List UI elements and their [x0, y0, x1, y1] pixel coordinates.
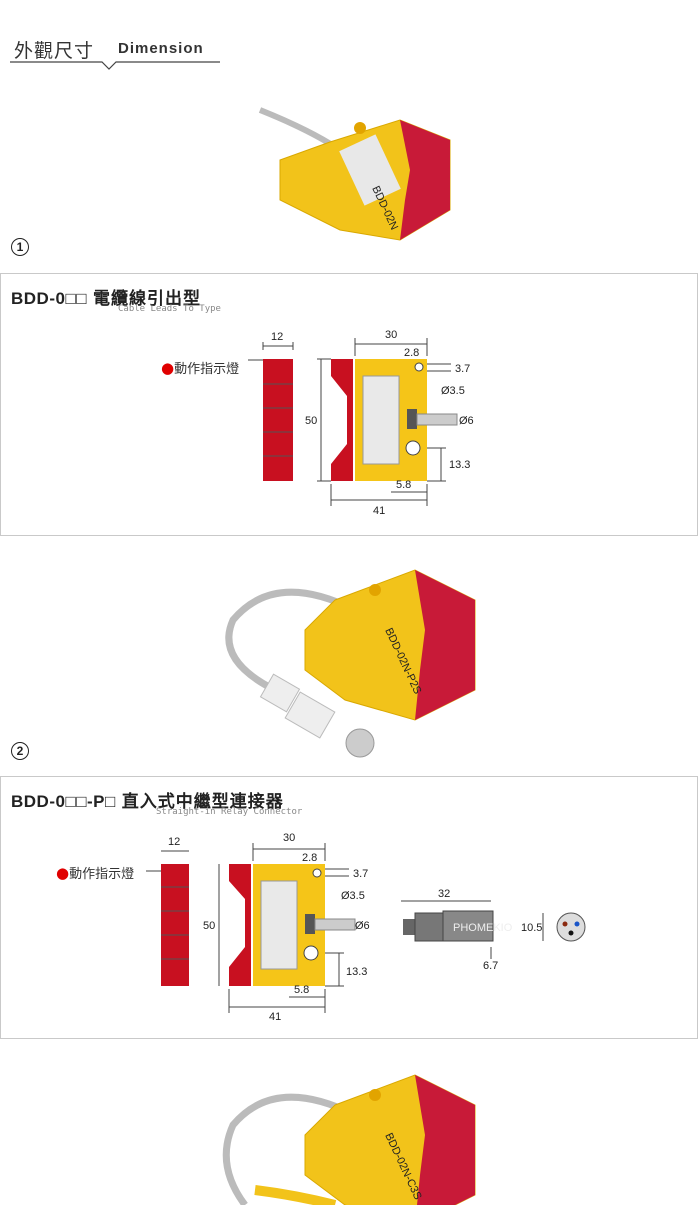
- section-2-code: BDD-0□□-P□: [11, 792, 116, 811]
- svg-text:13.3: 13.3: [449, 459, 470, 471]
- svg-text:2.8: 2.8: [404, 347, 419, 359]
- section-1-english: Cable Leads To Type: [118, 304, 221, 314]
- svg-text:12: 12: [271, 331, 283, 343]
- title-underline: [10, 61, 220, 70]
- section-1-name: 電纜線引出型: [92, 289, 201, 309]
- product-photo-2: BDD-02N-P2S: [225, 569, 476, 758]
- svg-text:50: 50: [305, 415, 317, 427]
- svg-text:PHOMEKIO: PHOMEKIO: [453, 922, 513, 934]
- section-1-title: BDD-0□□ 電纜線引出型: [11, 284, 201, 309]
- svg-text:Ø6: Ø6: [459, 415, 474, 427]
- indicator-label-1: ●動作指示燈: [161, 359, 240, 377]
- section-2-title: BDD-0□□-P□ 直入式中繼型連接器: [11, 787, 284, 812]
- section-1-code: BDD-0□□: [11, 289, 87, 308]
- section-2-english: Straight-in Relay Connector: [156, 807, 303, 817]
- svg-text:3.7: 3.7: [455, 363, 470, 375]
- svg-text:10.5: 10.5: [521, 922, 542, 934]
- section-1-number: 1: [11, 238, 29, 256]
- svg-text:2.8: 2.8: [302, 852, 317, 864]
- svg-text:5.8: 5.8: [294, 984, 309, 996]
- svg-text:41: 41: [373, 505, 385, 517]
- svg-text:30: 30: [283, 832, 295, 844]
- svg-text:12: 12: [168, 836, 180, 848]
- dimension-drawing-1: 12 30 2.8 3.7 Ø3.5 Ø6 13.3 50 5.8 41: [248, 329, 474, 517]
- svg-text:50: 50: [203, 920, 215, 932]
- svg-text:13.3: 13.3: [346, 966, 367, 978]
- svg-text:Ø3.5: Ø3.5: [341, 890, 365, 902]
- product-photo-1: BDD-02N: [258, 107, 451, 241]
- section-2-panel: BDD-0□□-P□ 直入式中繼型連接器 Straight-in Relay Co…: [0, 776, 698, 1039]
- svg-text:30: 30: [385, 329, 397, 341]
- page-subtitle: Dimension: [118, 40, 204, 57]
- svg-text:3.7: 3.7: [353, 868, 368, 880]
- page-title: 外觀尺寸: [14, 40, 95, 62]
- section-1-panel: BDD-0□□ 電纜線引出型 Cable Leads To Type ●動作指示燈…: [0, 273, 698, 536]
- svg-text:6.7: 6.7: [483, 960, 498, 972]
- svg-text:32: 32: [438, 888, 450, 900]
- svg-text:41: 41: [269, 1011, 281, 1022]
- section-2-name: 直入式中繼型連接器: [121, 792, 284, 812]
- product-photo-3: BDD-02N-C3S: [222, 1074, 476, 1205]
- svg-text:Ø6: Ø6: [355, 920, 370, 932]
- svg-text:Ø3.5: Ø3.5: [441, 385, 465, 397]
- svg-text:5.8: 5.8: [396, 479, 411, 491]
- dimension-drawing-2: 12 30 2.8 3.7 Ø3.5 Ø6 13.3 50 5.8 41 32 …: [146, 832, 586, 1022]
- section-2-number: 2: [11, 742, 29, 760]
- indicator-label-2: ●動作指示燈: [56, 864, 135, 882]
